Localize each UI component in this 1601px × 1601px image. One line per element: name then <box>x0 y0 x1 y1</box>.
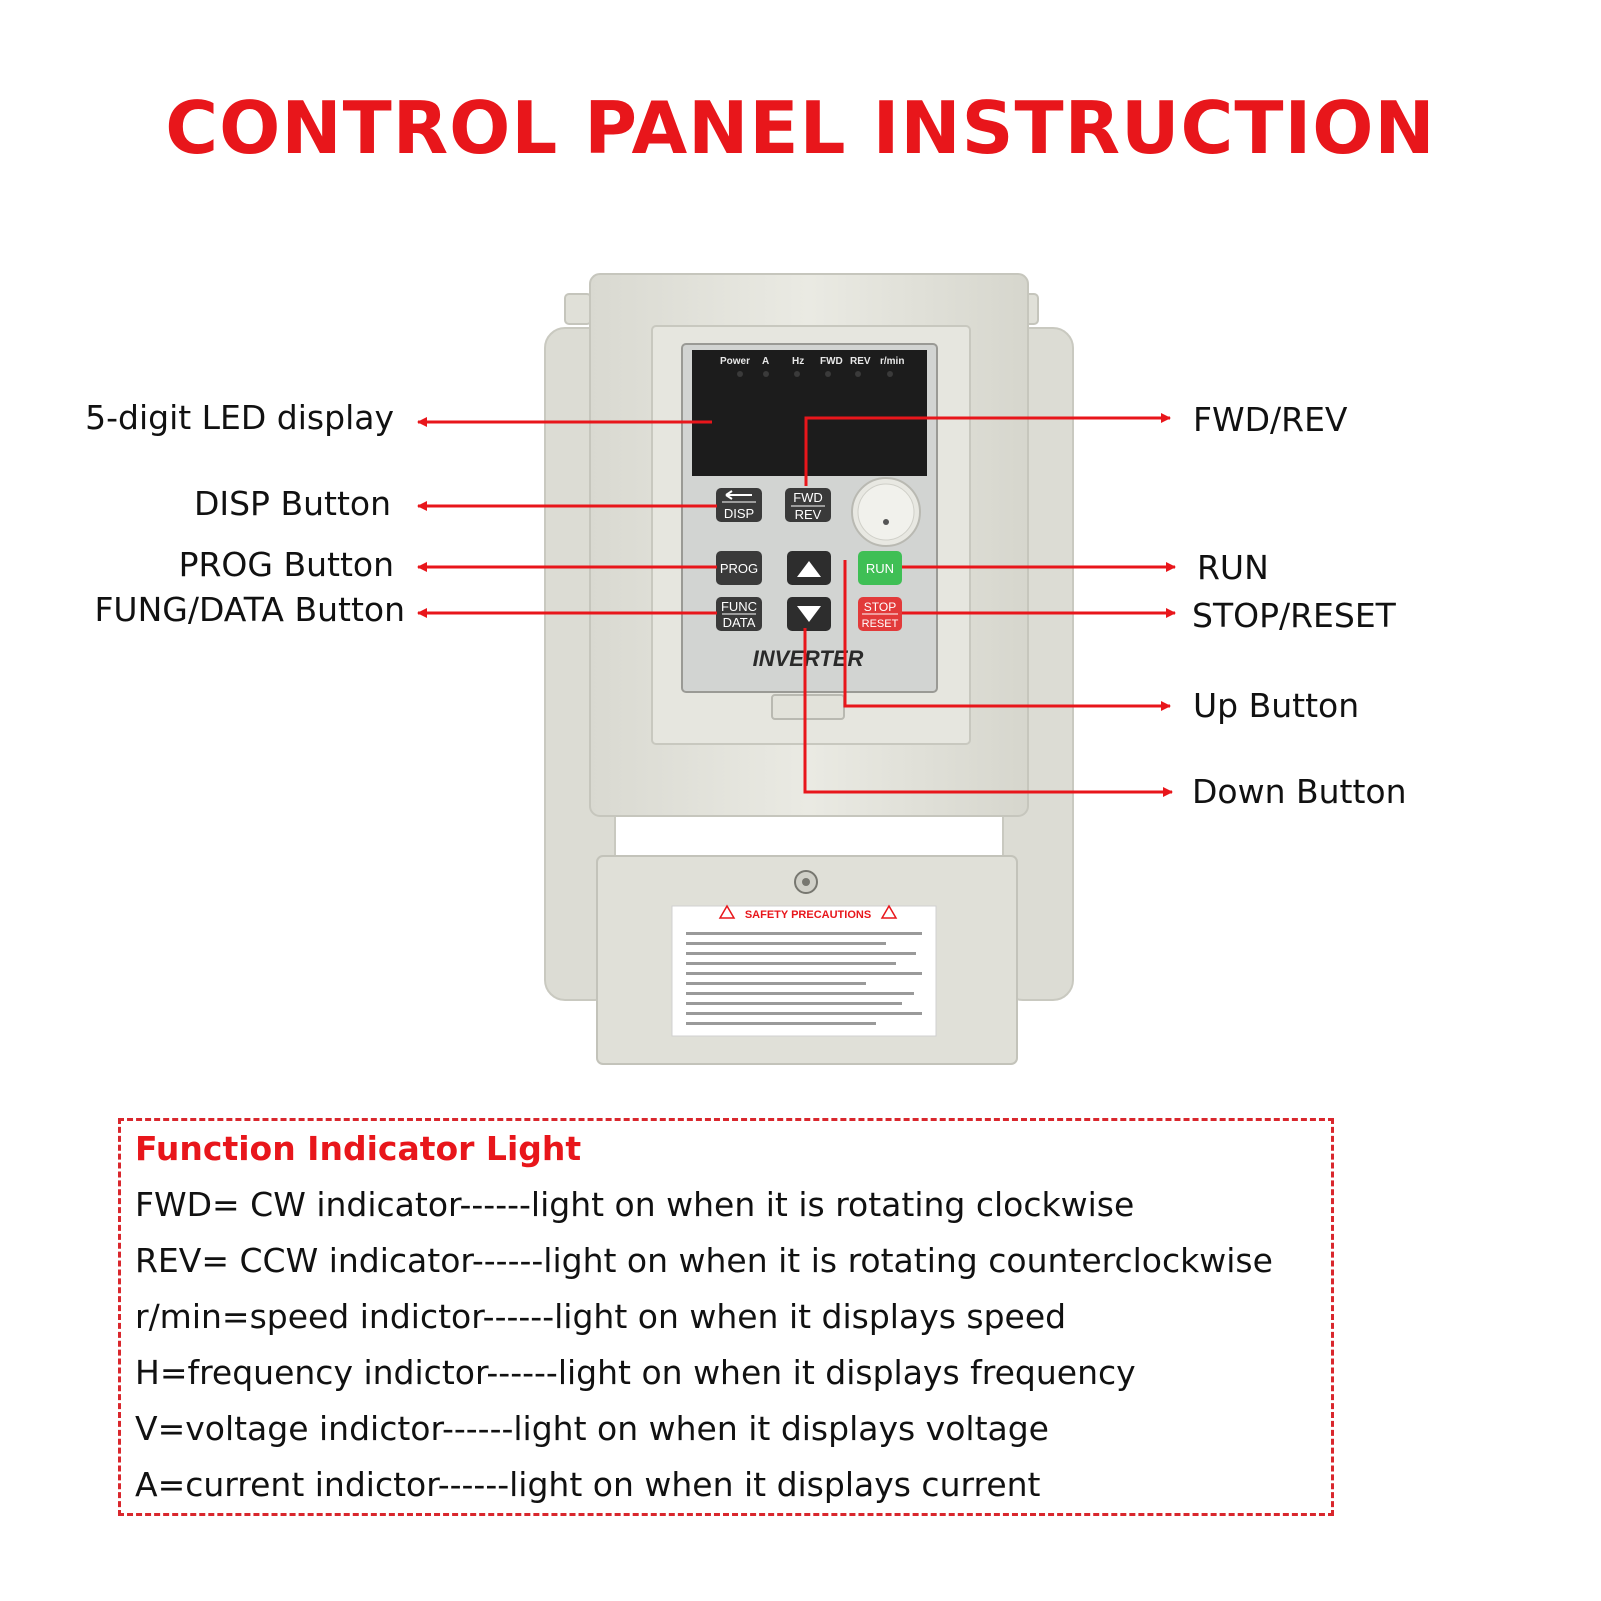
arrow-down <box>803 628 1173 797</box>
callout-prog-button: PROG Button <box>178 545 394 584</box>
callout-led-display: 5-digit LED display <box>85 398 394 437</box>
fwd-key-label: FWD <box>793 490 823 505</box>
run-key-label: RUN <box>866 561 894 576</box>
callout-stop-reset: STOP/RESET <box>1192 596 1396 635</box>
inverter-housing <box>544 273 1074 1065</box>
safety-title: SAFETY PRECAUTIONS <box>745 909 871 921</box>
callout-down-button: Down Button <box>1192 772 1407 811</box>
indicator-hz: Hz <box>792 356 804 367</box>
indicator-rev: REV <box>850 356 871 367</box>
indicator-power: Power <box>720 356 750 367</box>
func-key-label: FUNC <box>721 599 757 614</box>
indicator-labels: Power A Hz FWD REV r/min <box>720 356 904 367</box>
legend-line: r/min=speed indictor------light on when … <box>135 1297 1067 1336</box>
indicator-fwd: FWD <box>820 356 843 367</box>
stop-key-label: STOP <box>864 600 896 614</box>
arrow-up <box>843 560 1171 711</box>
indicator-rmin: r/min <box>880 356 904 367</box>
prog-key-label: PROG <box>720 561 758 576</box>
legend-line: FWD= CW indicator------light on when it … <box>135 1185 1135 1224</box>
callout-func-data-button: FUNG/DATA Button <box>94 590 405 629</box>
callout-fwd-rev: FWD/REV <box>1193 400 1348 439</box>
indicator-leds <box>737 371 893 377</box>
page-title: CONTROL PANEL INSTRUCTION <box>165 86 1436 170</box>
arrow-fwd-rev <box>804 413 1171 486</box>
indicator-a: A <box>762 356 769 367</box>
brand-label: INVERTER <box>753 646 864 671</box>
callout-run: RUN <box>1197 548 1269 587</box>
callout-up-button: Up Button <box>1193 686 1360 725</box>
function-indicator-legend: Function Indicator Light FWD= CW indicat… <box>118 1118 1334 1516</box>
rev-key-label: REV <box>795 507 822 522</box>
callout-disp-button: DISP Button <box>193 484 391 523</box>
callout-arrows <box>417 413 1176 797</box>
safety-label: SAFETY PRECAUTIONS <box>718 904 898 921</box>
legend-line: V=voltage indictor------light on when it… <box>135 1409 1049 1448</box>
disp-key-label: DISP <box>724 506 754 521</box>
reset-key-label: RESET <box>862 618 899 630</box>
legend-title: Function Indicator Light <box>135 1129 582 1168</box>
data-key-label: DATA <box>723 615 756 630</box>
legend-line: A=current indictor------light on when it… <box>135 1465 1041 1504</box>
legend-line: H=frequency indictor------light on when … <box>135 1353 1136 1392</box>
legend-line: REV= CCW indicator------light on when it… <box>135 1241 1273 1280</box>
